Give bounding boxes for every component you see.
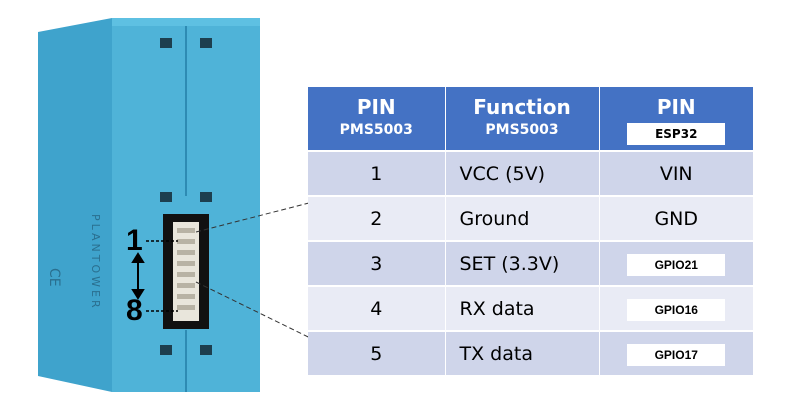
cell-esp-pin: GPIO21 — [599, 240, 753, 286]
cell-function: SET (3.3V) — [445, 240, 600, 286]
cell-function: TX data — [445, 330, 600, 375]
header-title: PIN — [656, 95, 696, 119]
cell-pms-pin: 3 — [308, 240, 446, 286]
vent-square — [160, 192, 172, 202]
table-row: 5 TX data GPIO17 — [308, 330, 753, 375]
table-row: 4 RX data GPIO16 — [308, 285, 753, 331]
vent-square — [160, 345, 172, 355]
table-row: 3 SET (3.3V) GPIO21 — [308, 240, 753, 286]
connector-pins — [177, 228, 195, 310]
cell-esp-pin: GND — [599, 195, 753, 241]
sensor-top-edge — [112, 18, 260, 26]
pms5003-sensor-illustration: PLANTOWER CE — [38, 18, 260, 392]
pin-mapping-table: PIN PMS5003 Function PMS5003 PIN ESP32 1… — [308, 87, 753, 375]
ce-mark: CE — [46, 268, 62, 287]
vent-square — [200, 192, 212, 202]
connector-socket — [173, 222, 199, 321]
sensor-side-face — [38, 18, 112, 392]
header-tag: ESP32 — [627, 123, 726, 145]
table-row: 2 Ground GND — [308, 195, 753, 241]
cell-function: VCC (5V) — [445, 150, 600, 196]
table-header-row: PIN PMS5003 Function PMS5003 PIN ESP32 — [308, 87, 753, 151]
header-esp-pin: PIN ESP32 — [599, 87, 753, 151]
cell-pms-pin: 1 — [308, 150, 446, 196]
cell-pms-pin: 2 — [308, 195, 446, 241]
header-pms-pin: PIN PMS5003 — [308, 87, 446, 151]
cell-esp-pin: VIN — [599, 150, 753, 196]
pin-first-label: 1 — [126, 224, 143, 257]
vent-square — [200, 345, 212, 355]
cell-esp-pin: GPIO16 — [599, 285, 753, 331]
gpio-tag: GPIO17 — [627, 343, 726, 366]
pin-range-arrow-icon — [131, 252, 145, 300]
gpio-tag: GPIO21 — [627, 253, 726, 276]
header-function: Function PMS5003 — [445, 87, 600, 151]
vent-square — [200, 38, 212, 48]
gpio-tag: GPIO16 — [627, 298, 726, 321]
header-title: Function — [473, 95, 571, 119]
table-row: 1 VCC (5V) VIN — [308, 150, 753, 196]
header-title: PIN — [356, 95, 396, 119]
cell-function: RX data — [445, 285, 600, 331]
vent-square — [160, 38, 172, 48]
header-subtitle: PMS5003 — [339, 122, 413, 138]
header-subtitle: PMS5003 — [485, 122, 559, 138]
cell-pms-pin: 5 — [308, 330, 446, 375]
cell-pms-pin: 4 — [308, 285, 446, 331]
brand-text: PLANTOWER — [89, 214, 102, 311]
cell-function: Ground — [445, 195, 600, 241]
cell-esp-pin: GPIO17 — [599, 330, 753, 375]
pin-last-label: 8 — [126, 294, 143, 327]
